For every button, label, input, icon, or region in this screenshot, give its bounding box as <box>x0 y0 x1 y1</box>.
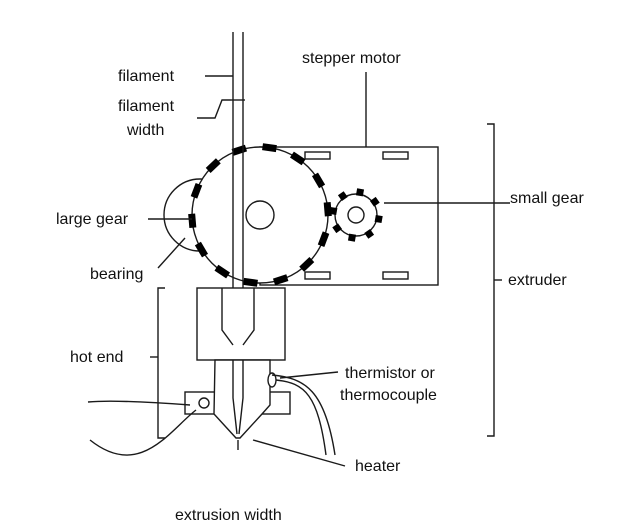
large-gear-teeth <box>188 143 332 287</box>
heater-wire <box>89 409 197 456</box>
gear-tooth <box>337 191 348 202</box>
gear-tooth <box>243 277 258 287</box>
gear-tooth <box>262 143 277 153</box>
label-extruder: extruder <box>508 272 567 289</box>
thermistor-wire <box>271 374 336 456</box>
hot-end-block <box>196 287 286 361</box>
gear-tooth <box>272 274 289 286</box>
motor-slot <box>304 151 331 160</box>
motor-slot <box>382 151 409 160</box>
leader-bearing <box>157 237 186 269</box>
label-heater: heater <box>355 458 401 475</box>
gear-tooth <box>289 151 306 166</box>
gear-tooth <box>205 158 221 173</box>
nozzle <box>213 359 271 439</box>
gear-tooth <box>329 206 338 216</box>
thermistor-wire <box>275 379 327 456</box>
leader-thermistor <box>279 371 339 379</box>
large-gear <box>188 143 332 287</box>
gear-tooth <box>332 223 343 234</box>
gear-tooth <box>194 241 209 258</box>
label-filament: filament <box>118 68 175 85</box>
label-thermistor-1: thermistor or <box>345 365 435 382</box>
extruder-bracket <box>487 123 495 437</box>
gear-tooth <box>299 257 315 272</box>
gear-tooth <box>355 188 365 197</box>
small-gear <box>329 188 383 242</box>
label-filament-width-1: filament <box>118 98 175 115</box>
label-bearing: bearing <box>90 266 143 283</box>
gear-tooth <box>364 228 375 239</box>
gear-tooth <box>347 233 357 242</box>
gear-tooth <box>369 196 380 207</box>
motor-slot <box>304 271 331 280</box>
label-extrusion-width: extrusion width <box>175 507 282 524</box>
label-stepper-motor: stepper motor <box>302 50 401 67</box>
gear-tooth <box>188 213 197 229</box>
leader-heater <box>252 439 346 467</box>
small-gear-teeth <box>329 188 383 242</box>
motor-slot <box>382 271 409 280</box>
heater-wire <box>87 400 191 406</box>
label-small-gear: small gear <box>510 190 584 207</box>
gear-tooth <box>317 231 330 247</box>
heater-screw <box>198 397 210 409</box>
label-hot-end: hot end <box>70 349 123 366</box>
gear-tooth <box>311 172 326 189</box>
label-filament-width-2: width <box>126 122 164 139</box>
gear-tooth <box>374 214 383 224</box>
label-thermistor-2: thermocouple <box>340 387 437 404</box>
hot-end-channel <box>221 288 255 346</box>
small-gear-hub <box>347 206 365 224</box>
gear-tooth <box>190 183 203 199</box>
label-large-gear: large gear <box>56 211 129 228</box>
nozzle-inner <box>232 360 244 435</box>
leader-filament-width <box>197 99 231 119</box>
large-gear-hub <box>245 200 275 230</box>
gear-tooth <box>214 264 231 279</box>
hot-end-bracket <box>157 287 165 439</box>
